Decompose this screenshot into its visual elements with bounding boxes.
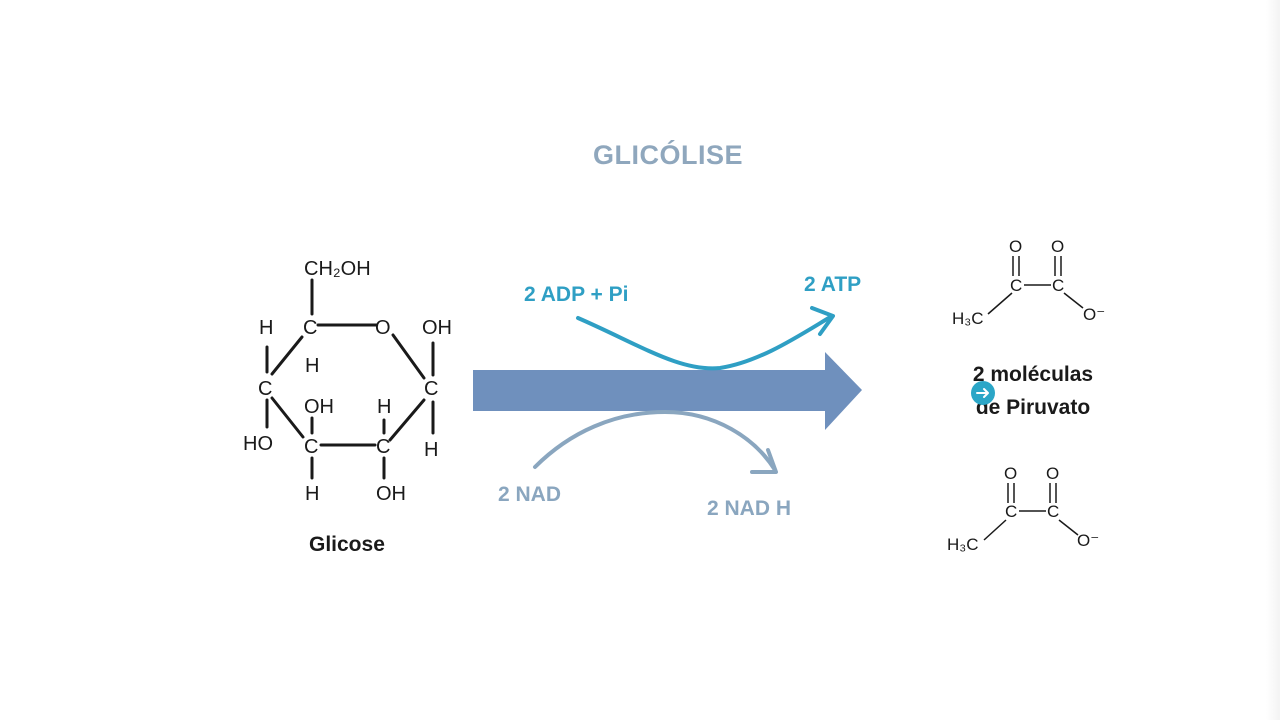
pyruvate-label-line2: de Piruvato [975, 396, 1091, 419]
nadh-label: 2 NAD H [707, 497, 792, 520]
atom-h: H [424, 439, 438, 461]
arrow-right-circle-icon [971, 381, 995, 405]
glicose-label: Glicose [309, 533, 385, 556]
glucose-structure: CH₂OH C O H H OH C H C HO OH C H H C OH [243, 258, 452, 505]
atom-c: C [1010, 276, 1022, 295]
atom-o-minus: O⁻ [1083, 305, 1105, 324]
atom-h: H [305, 355, 319, 377]
atom-c1: C [303, 317, 317, 339]
atom-c: C [1005, 502, 1017, 521]
atom-h3c: H₃C [947, 535, 978, 554]
atom-h: H [305, 483, 319, 505]
atom-c3: C [258, 378, 272, 400]
atom-ch2oh: CH₂OH [304, 258, 371, 280]
atom-c: C [1047, 502, 1059, 521]
bond [1058, 519, 1079, 536]
main-reaction-arrow [473, 352, 862, 430]
bond [983, 519, 1007, 541]
atp-label: 2 ATP [804, 273, 862, 296]
pyruvate-label-line1: 2 moléculas [972, 363, 1094, 386]
atom-o: O [1004, 464, 1017, 483]
bond [1063, 292, 1084, 309]
bond [270, 335, 304, 376]
atp-curve [576, 306, 835, 371]
atp-arrowhead [810, 306, 835, 336]
atom-o-minus: O⁻ [1077, 531, 1099, 550]
nadh-curve-path [533, 410, 777, 472]
pyruvate-label: 2 moléculas de Piruvato [948, 358, 1118, 424]
right-edge-shade [1266, 0, 1280, 720]
adp-pi-label: 2 ADP + Pi [524, 283, 629, 306]
bond [987, 292, 1013, 315]
atom-c2: C [424, 378, 438, 400]
bond [270, 396, 305, 439]
atom-c: C [1052, 276, 1064, 295]
atom-o: O [1051, 237, 1064, 256]
bond [391, 333, 426, 380]
atom-h: H [377, 396, 391, 418]
atom-o-ring: O [375, 317, 391, 339]
atom-oh: OH [422, 317, 452, 339]
atom-o: O [1009, 237, 1022, 256]
atom-oh: OH [304, 396, 334, 418]
atom-h: H [259, 317, 273, 339]
atom-c4: C [304, 436, 318, 458]
atom-oh: OH [376, 483, 406, 505]
atom-ho: HO [243, 433, 273, 455]
atom-c5: C [376, 436, 390, 458]
atp-curve-path [576, 314, 834, 371]
pyruvate-structure-bottom: O O C C H₃C O⁻ [947, 464, 1099, 554]
atom-h3c: H₃C [952, 309, 983, 328]
pyruvate-structure-top: O O C C H₃C O⁻ [952, 237, 1105, 328]
nad-label: 2 NAD [498, 483, 562, 506]
nadh-arrowhead [750, 448, 778, 474]
diagram-title: GLICÓLISE [592, 140, 743, 170]
atom-o: O [1046, 464, 1059, 483]
bond [388, 398, 426, 442]
nadh-curve [533, 410, 778, 474]
play-button[interactable] [970, 380, 996, 406]
